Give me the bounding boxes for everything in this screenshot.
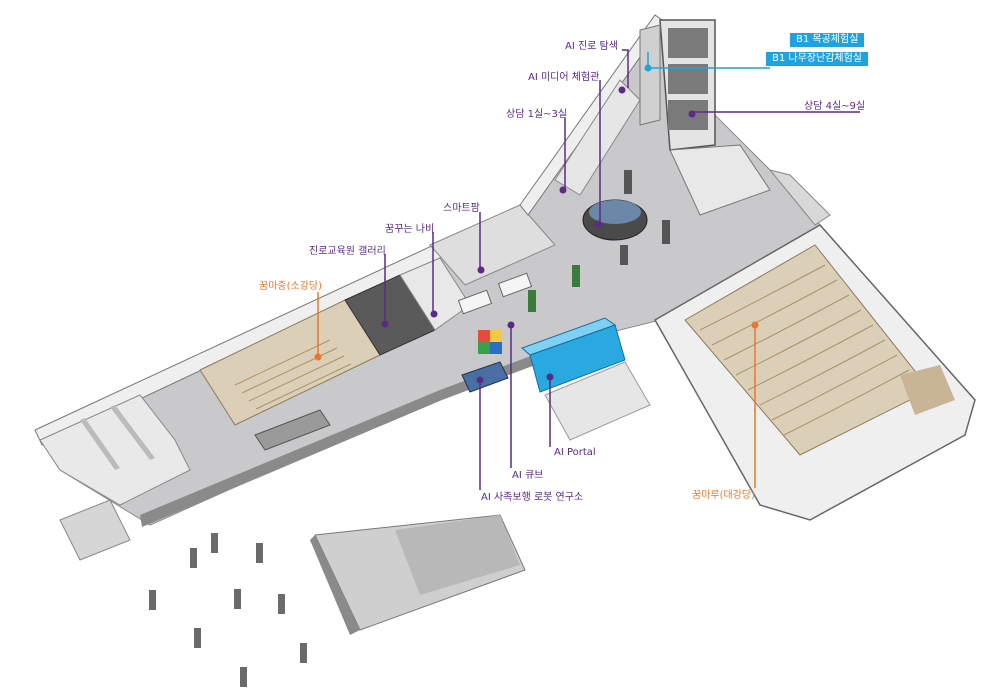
leader-dots-orange [314,321,759,361]
label-smart-farm: 스마트팜 [443,203,480,214]
big-hall-seats [699,264,910,436]
pillar-2 [662,220,670,244]
leader-dots [381,86,696,384]
tower-room-2 [668,64,708,94]
robot-lab [461,361,509,393]
left-room-divider-1 [80,418,120,470]
big-hall-stage [900,365,955,415]
label-butterfly: 꿈꾸는 나비 [385,224,435,235]
label-gallery: 진로교육원 갤러리 [309,246,386,257]
label-ai-career: AI 진로 탐색 [565,41,618,52]
left-stairs [59,499,131,561]
pillar-3 [620,245,628,265]
leader-lines-purple [384,49,860,490]
pillar-1 [624,170,632,194]
label-ai-robot: AI 사족보행 로봇 연구소 [481,492,584,503]
basement-side-wall [310,535,360,635]
ai-cube [478,330,502,354]
ai-portal-top [521,317,617,356]
left-rooms [39,394,191,506]
tower-room-1 [668,28,708,58]
escalator [254,409,331,451]
label-b1-toy: B1 나무장난감체험실 [766,52,869,66]
tower-room-3 [668,100,708,130]
label-ai-media: AI 미디어 체험관 [528,72,600,83]
front-railing [140,345,562,527]
counsel-1-3-rooms [429,204,556,286]
tower-stairs [639,24,661,126]
small-hall-seats [234,339,352,410]
left-room-divider-2 [110,405,155,460]
smart-farm-kiosk [572,265,580,287]
label-counsel-1-3: 상담 1실~3실 [506,109,568,120]
label-big-hall: 꿈마루(대강당) [692,490,756,501]
smart-farm-table-2 [497,272,533,298]
leader-lines-orange [317,292,756,488]
basement-stairs [395,515,520,595]
smart-farm-table-1 [457,289,493,315]
label-small-hall: 꿈마중(소강당) [259,281,323,292]
portal-ramp [544,361,651,441]
right-corridor [768,169,831,226]
smart-farm-kiosk-2 [528,290,536,312]
counsel-4-9-rooms [669,144,771,216]
label-counsel-4-9: 상담 4실~9실 [804,101,866,112]
label-ai-portal: AI Portal [554,447,596,458]
bollards [149,533,307,687]
label-ai-cube: AI 큐브 [512,470,544,481]
leader-dot-cyan [644,64,652,72]
label-b1-wood: B1 목공체험실 [790,33,865,47]
ai-media-theater-top [589,200,641,224]
